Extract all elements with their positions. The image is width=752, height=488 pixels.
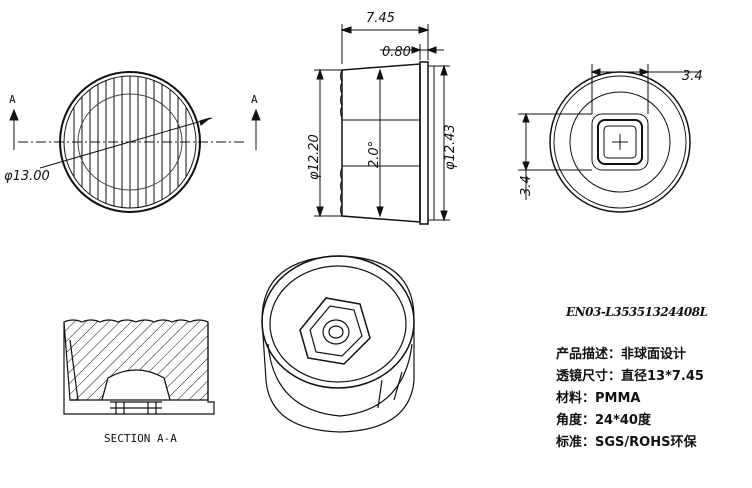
- outer-diameter-label: φ12.43: [443, 124, 458, 170]
- front-view: [9, 71, 261, 213]
- spec-line-angle: 角度：24*40度: [556, 413, 651, 428]
- length-label: 7.45: [366, 11, 395, 26]
- inner-diameter-label: φ12.20: [307, 134, 322, 180]
- side-view: [314, 24, 450, 225]
- section-caption: SECTION A-A: [104, 432, 177, 445]
- rear-view: [518, 64, 700, 213]
- spec-line-size: 透镜尺寸：直径13*7.45: [556, 369, 704, 384]
- spec-line-description: 产品描述：非球面设计: [556, 347, 687, 362]
- section-mark-left: A: [9, 93, 16, 106]
- model-number: EN03-L35351324408L: [566, 305, 708, 319]
- rear-width-label: 3.4: [682, 69, 703, 84]
- section-view: [63, 319, 215, 415]
- spec-line-standard: 标准：SGS/ROHS环保: [556, 435, 697, 450]
- draft-angle-label: 2.0°: [367, 141, 382, 168]
- rear-height-label: 3.4: [519, 175, 534, 196]
- front-diameter-label: φ13.00: [4, 169, 50, 184]
- flange-thickness-label: 0.80: [382, 45, 411, 60]
- section-mark-right: A: [251, 93, 258, 106]
- spec-line-material: 材料：PMMA: [556, 391, 641, 406]
- isometric-view: [261, 255, 415, 433]
